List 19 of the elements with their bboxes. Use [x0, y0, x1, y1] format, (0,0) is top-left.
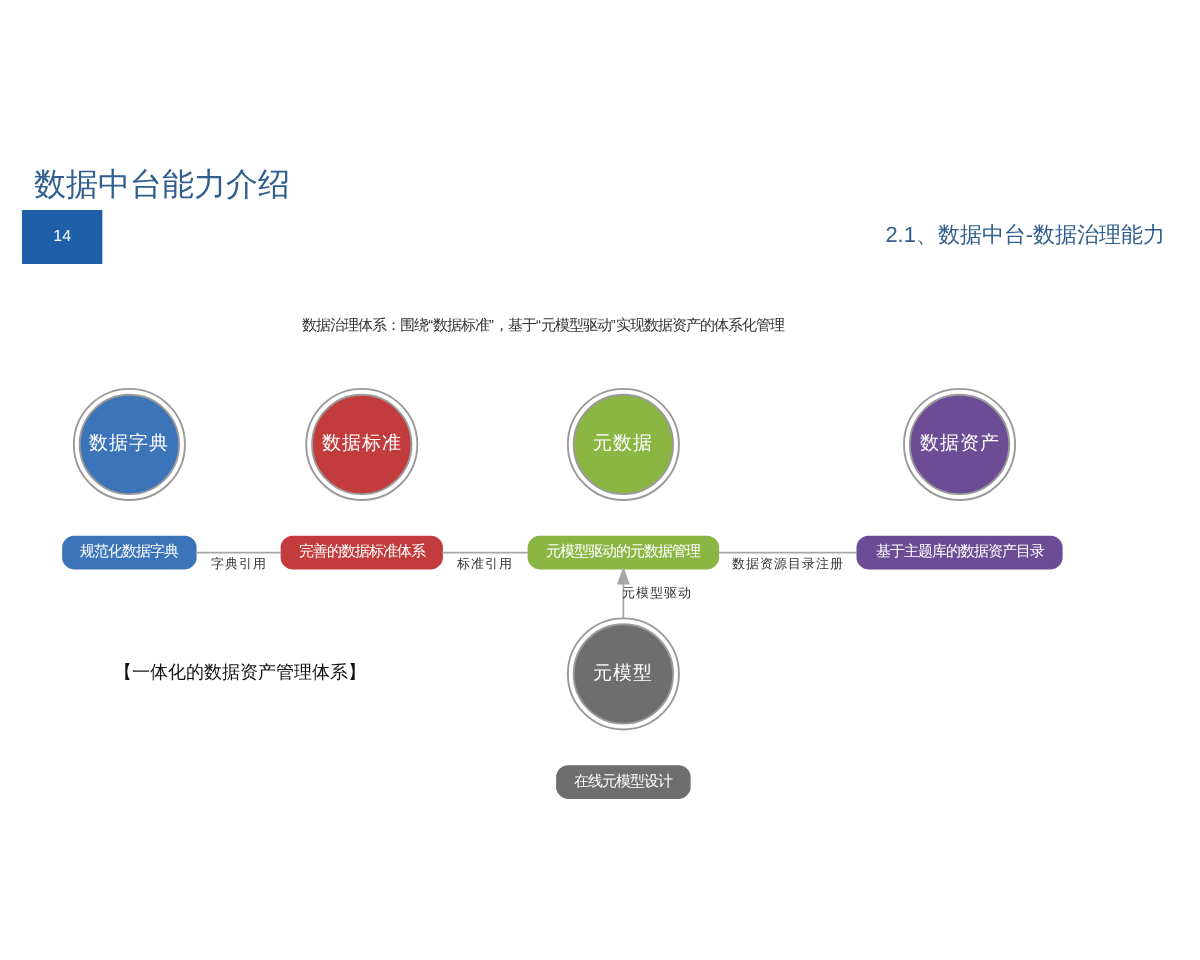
node-circle: 数据字典	[72, 386, 186, 500]
node-box: 基于主题库的数据资产目录	[856, 534, 1063, 569]
node-circle: 数据资产	[903, 386, 1017, 500]
connector	[717, 550, 858, 553]
connector	[441, 550, 530, 553]
node-box: 元模型驱动的元数据管理	[527, 534, 720, 569]
arrow	[617, 565, 630, 618]
label: 14	[53, 226, 72, 245]
node-circle: 元数据	[566, 386, 680, 500]
node-box: 在线元模型设计	[556, 764, 691, 798]
label: 2.1、数据中台-数据治理能力	[885, 223, 1166, 248]
label: 数据治理体系：围绕“数据标准”，基于“元模型驱动”实现数据资产的体系化管理	[302, 314, 784, 333]
node-box: 完善的数据标准体系	[280, 534, 443, 569]
node-circle: 数据标准	[305, 386, 419, 500]
connector	[195, 550, 283, 553]
label: 【一体化的数据资产管理体系】	[114, 661, 367, 682]
diagram-title: 数据中台能力介绍	[34, 166, 291, 203]
node-circle: 元模型	[566, 616, 680, 730]
node-box: 规范化数据字典	[62, 534, 197, 569]
